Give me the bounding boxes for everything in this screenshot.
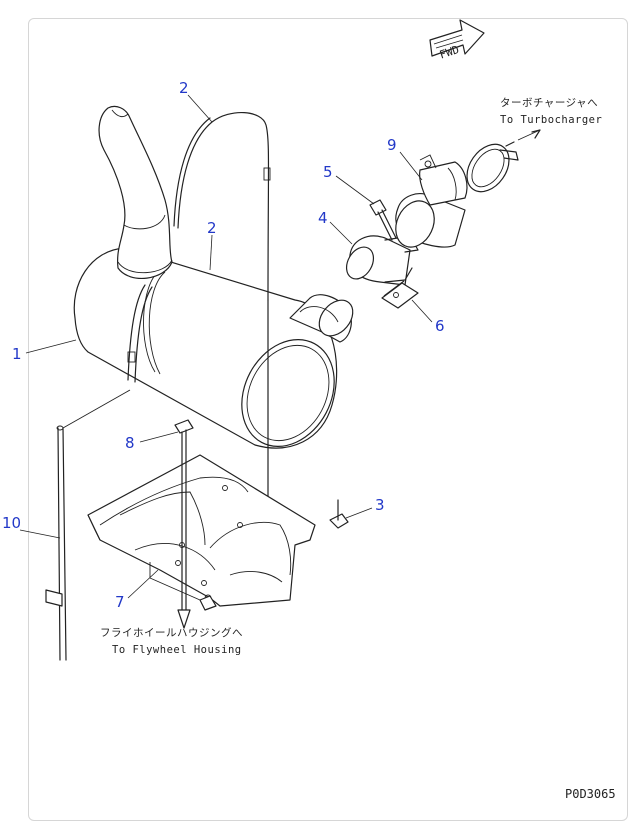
band-clamp	[466, 141, 519, 193]
fwd-label: FWD	[438, 43, 461, 62]
elbow-adapter	[395, 154, 468, 248]
callout-2-lower: 2	[207, 219, 217, 237]
muffler	[73, 105, 354, 449]
diagram-frame	[28, 18, 628, 821]
callout-9: 9	[387, 136, 397, 154]
note-flywheel-en: To Flywheel Housing	[112, 644, 242, 656]
bolt-and-nut	[174, 419, 349, 629]
drawing-code: P0D3065	[565, 787, 616, 801]
callout-8: 8	[125, 434, 135, 452]
note-turbocharger-jp: ターボチャージャへ	[500, 97, 599, 109]
fwd-arrow: FWD	[429, 19, 485, 62]
callout-2-upper: 2	[179, 79, 189, 97]
u-bolt-straps	[127, 111, 271, 501]
callout-3: 3	[375, 496, 385, 514]
note-flywheel-jp: フライホイールハウジングへ	[100, 627, 243, 639]
callout-4: 4	[318, 209, 328, 227]
leader-lines	[19, 94, 541, 599]
callout-6: 6	[435, 317, 445, 335]
callout-7: 7	[115, 593, 125, 611]
bracket	[87, 454, 316, 611]
callout-1: 1	[12, 345, 22, 363]
rod	[45, 389, 131, 661]
note-turbocharger-en: To Turbocharger	[500, 114, 603, 126]
callout-10: 10	[2, 514, 22, 532]
callout-5: 5	[323, 163, 333, 181]
